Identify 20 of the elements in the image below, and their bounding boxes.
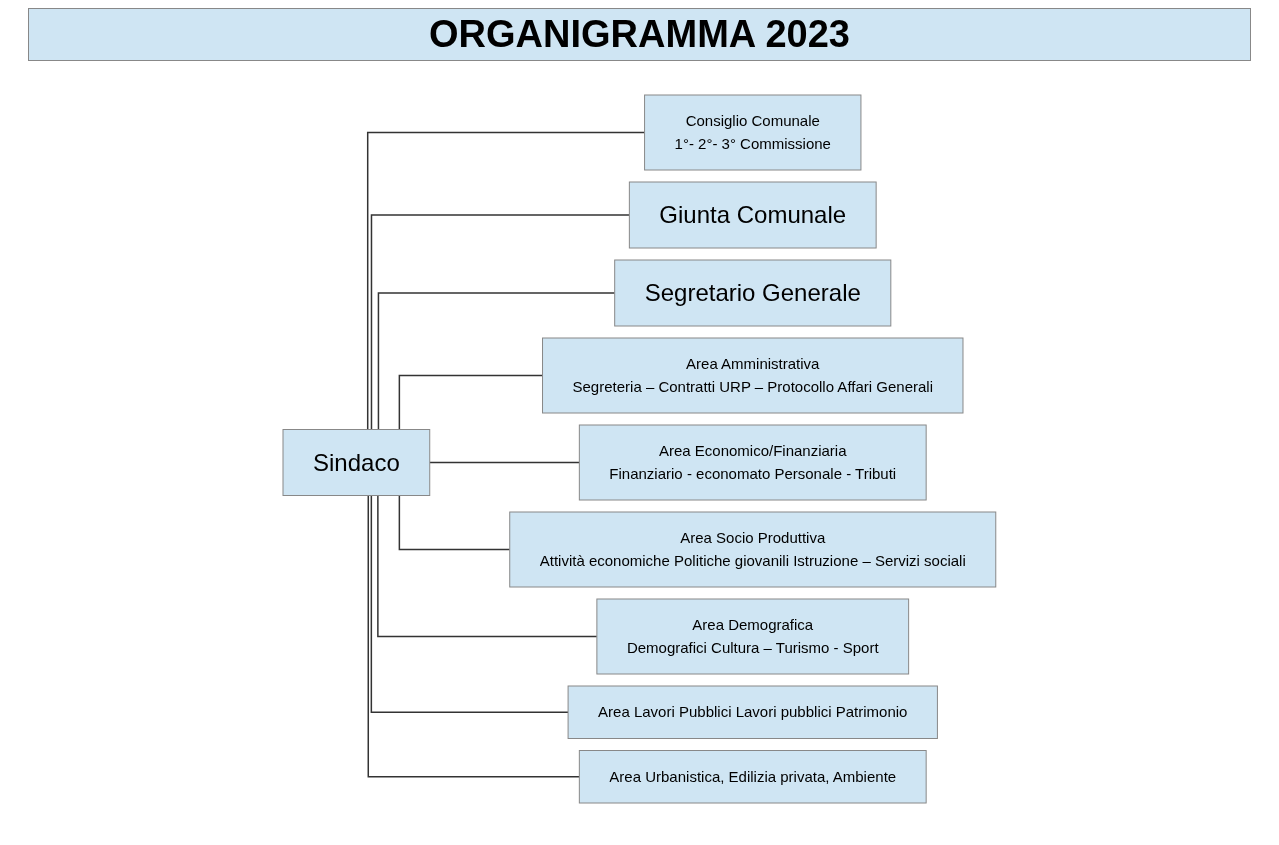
connector	[370, 214, 631, 431]
node-box: Sindaco	[282, 429, 431, 496]
connector	[429, 461, 581, 464]
node-box: Area Urbanistica, Edilizia privata, Ambiente	[578, 750, 927, 804]
node-box: Area Lavori Pubblici Lavori pubblici Patrimonio	[567, 685, 938, 739]
connector	[367, 494, 581, 778]
node-box: Giunta Comunale	[628, 181, 877, 249]
connector	[377, 292, 616, 431]
connector	[398, 494, 511, 551]
node-box: Consiglio Comunale 1°- 2°- 3° Commissione	[644, 94, 862, 171]
node-box: Area Socio Produttiva Attività economiche Politiche giovanili Istruzione – Servizi sociali	[509, 511, 997, 588]
connector	[367, 131, 646, 431]
node-box: Area Economico/Finanziaria Finanziario - economato Personale - Tributi	[578, 424, 927, 501]
node-box: Area Demografica Demografici Cultura – Turismo - Sport	[596, 598, 910, 675]
connector	[377, 494, 598, 638]
node-box: Area Amministrativa Segreteria – Contratti URP – Protocollo Affari Generali	[542, 337, 964, 414]
node-box: Segretario Generale	[614, 259, 892, 327]
connector	[370, 494, 569, 713]
connector	[398, 374, 544, 431]
title-banner: ORGANIGRAMMA 2023	[28, 8, 1251, 61]
